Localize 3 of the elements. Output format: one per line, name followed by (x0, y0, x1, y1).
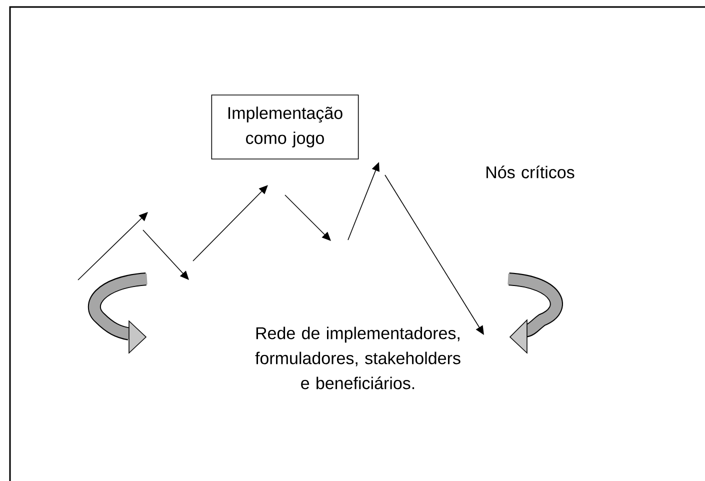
text-box: Implementação como jogo (211, 94, 359, 160)
label-text: Rede de implementadores, formuladores, stakeholders e beneficiários. (255, 326, 460, 390)
label-text: Nós críticos (486, 166, 574, 178)
